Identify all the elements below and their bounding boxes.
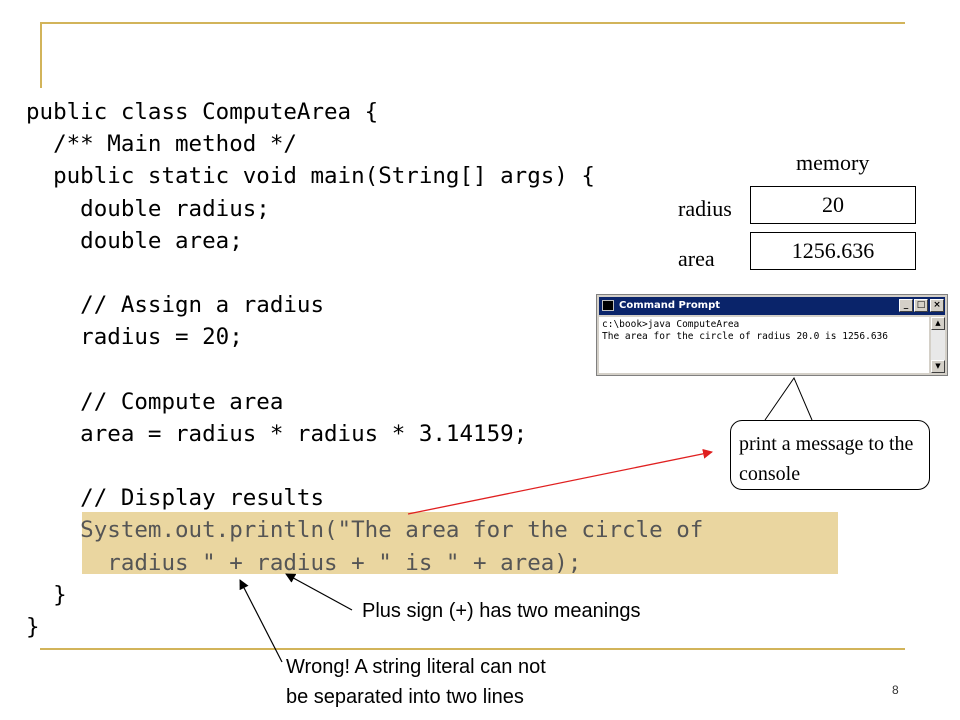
code-line: // Display results	[26, 485, 325, 512]
console-line: The area for the circle of radius 20.0 i…	[602, 331, 888, 342]
minimize-button[interactable]: _	[899, 299, 913, 312]
println-highlight	[82, 512, 838, 574]
code-line: /** Main method */	[26, 131, 297, 158]
page-number: 8	[892, 683, 899, 697]
code-line: double area;	[26, 227, 243, 254]
callout-text: print a message to the console	[739, 433, 914, 485]
red-arrow	[407, 448, 713, 515]
code-line: radius = 20;	[26, 324, 243, 351]
code-line: double radius;	[26, 195, 270, 222]
close-button[interactable]: ×	[930, 299, 944, 312]
window-title: Command Prompt	[619, 300, 721, 311]
command-prompt-window: Command Prompt _ □ × c:\book>java Comput…	[596, 294, 948, 376]
plus-arrow	[285, 573, 353, 611]
console-line: c:\book>java ComputeArea	[602, 319, 740, 330]
maximize-button[interactable]: □	[914, 299, 928, 312]
wrong-note: Wrong! A string literal can not be separ…	[286, 652, 546, 712]
area-value-box: 1256.636	[750, 232, 916, 270]
scroll-down-icon[interactable]: ▼	[931, 360, 945, 373]
area-label: area	[678, 246, 715, 271]
code-line: }	[26, 581, 67, 608]
plus-sign-note: Plus sign (+) has two meanings	[362, 600, 641, 622]
code-line: // Assign a radius	[26, 292, 325, 319]
radius-label: radius	[678, 196, 732, 221]
code-line: // Compute area	[26, 388, 284, 415]
left-rule	[40, 22, 42, 88]
vertical-scrollbar[interactable]: ▲ ▼	[931, 317, 945, 373]
code-line: }	[26, 614, 40, 640]
bottom-rule	[40, 648, 905, 650]
code-line: area = radius * radius * 3.14159;	[26, 420, 528, 447]
code-line: public static void main(String[] args) {	[26, 163, 595, 190]
top-rule	[40, 22, 905, 24]
code-listing: public class ComputeArea { /** Main meth…	[26, 96, 703, 643]
wrong-arrow	[239, 579, 283, 663]
console-callout: print a message to the console	[730, 420, 930, 490]
command-prompt-titlebar: Command Prompt _ □ ×	[599, 297, 945, 315]
wrong-note-line: Wrong! A string literal can not	[286, 656, 546, 678]
code-line: radius " + radius + " is " + area);	[26, 549, 582, 576]
radius-value-box: 20	[750, 186, 916, 224]
callout-pointer	[764, 376, 813, 421]
wrong-note-line: be separated into two lines	[286, 686, 524, 708]
code-line: System.out.println("The area for the cir…	[26, 517, 704, 544]
memory-title: memory	[796, 150, 870, 175]
console-output: c:\book>java ComputeArea The area for th…	[599, 317, 929, 373]
scroll-up-icon[interactable]: ▲	[931, 317, 945, 330]
console-icon	[602, 300, 614, 311]
code-line: public class ComputeArea {	[26, 99, 379, 125]
